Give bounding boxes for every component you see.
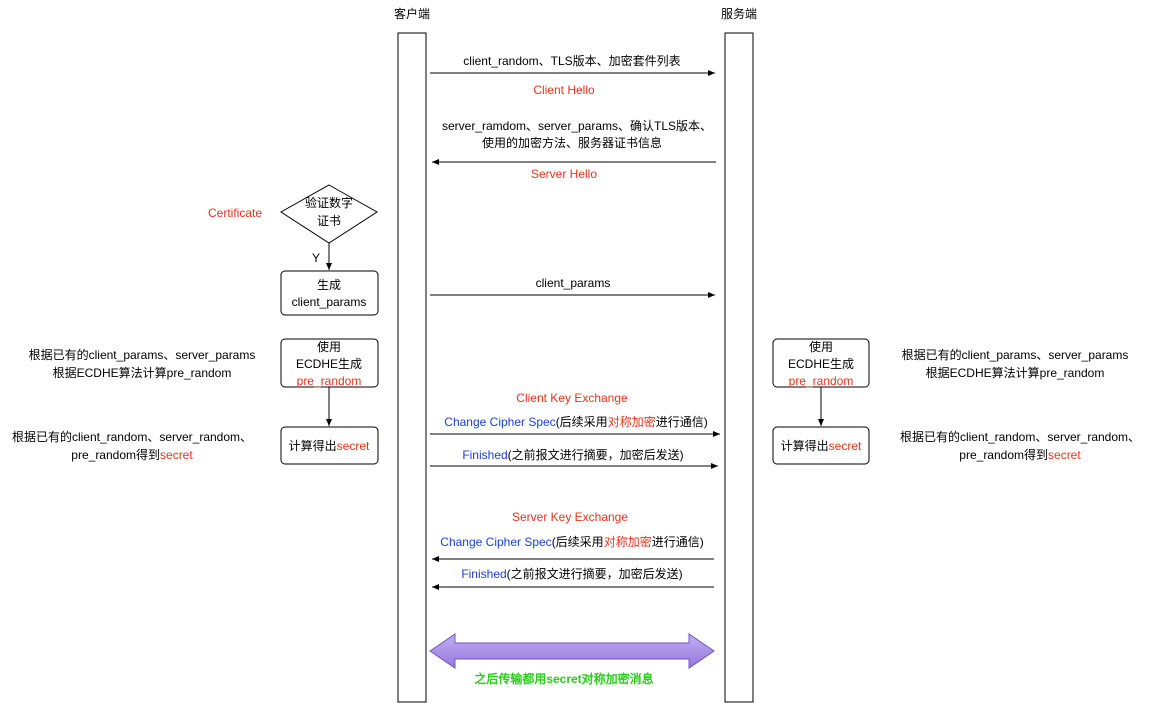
- server-header: 服务端: [721, 6, 757, 21]
- server-finished-text: Finished(之前报文进行摘要，加密后发送): [461, 566, 682, 581]
- server-note2-text: pre_random得到: [959, 447, 1048, 462]
- client-secret-word: secret: [337, 439, 370, 453]
- client-ccs-red: 对称加密: [608, 414, 656, 429]
- server-secret-word: secret: [829, 439, 862, 453]
- bidirectional-encrypted-arrow: [429, 633, 715, 669]
- certificate-label: Certificate: [208, 206, 262, 220]
- server-ccs-mid: (后续采用: [552, 535, 604, 549]
- server-secret-text: 计算得出secret: [781, 438, 862, 453]
- client-ccs-label: Change Cipher Spec: [444, 415, 555, 429]
- client-hello-params: client_random、TLS版本、加密套件列表: [463, 53, 680, 68]
- client-ecdhe-line2: ECDHE生成: [296, 357, 362, 371]
- server-note1-line2: 根据ECDHE算法计算pre_random: [926, 365, 1105, 380]
- verify-text-line2: 证书: [317, 214, 341, 228]
- client-note2-red: secret: [160, 448, 193, 462]
- client-ecdhe-line3: pre_random: [297, 374, 362, 388]
- client-secret-prefix: 计算得出: [289, 438, 337, 453]
- server-ccs-text: Change Cipher Spec(后续采用对称加密进行通信): [440, 534, 703, 549]
- client-finished-rest: (之前报文进行摘要，加密后发送): [508, 447, 684, 462]
- server-hello-label: Server Hello: [531, 167, 597, 181]
- client-lifeline: [397, 32, 427, 703]
- generate-line2: client_params: [292, 295, 367, 309]
- client-note2-line1: 根据已有的client_random、server_random、: [12, 429, 252, 444]
- server-secret-prefix: 计算得出: [781, 438, 829, 453]
- generate-line1: 生成: [317, 278, 341, 292]
- client-note2-text: pre_random得到: [71, 447, 160, 462]
- client-ccs-end: 进行通信): [656, 415, 708, 429]
- server-key-exchange-label: Server Key Exchange: [512, 510, 628, 524]
- server-note2-red: secret: [1048, 448, 1081, 462]
- client-finished-label: Finished: [462, 448, 507, 462]
- server-ecdhe-line3: pre_random: [789, 374, 854, 388]
- server-secret-box: [772, 426, 870, 465]
- generate-client-params-box: [280, 270, 379, 316]
- client-note2-line2: pre_random得到secret: [71, 447, 193, 462]
- final-encrypted-message: 之后传输都用secret对称加密消息: [474, 671, 653, 686]
- client-params-label: client_params: [536, 276, 611, 290]
- client-secret-box: [280, 426, 379, 465]
- client-key-exchange-label: Client Key Exchange: [516, 391, 628, 405]
- client-note1-line2: 根据ECDHE算法计算pre_random: [53, 365, 232, 380]
- client-secret-text: 计算得出secret: [289, 438, 370, 453]
- server-hello-params-line2: 使用的加密方法、服务器证书信息: [482, 135, 662, 150]
- client-hello-label: Client Hello: [533, 83, 595, 97]
- client-header: 客户端: [394, 6, 430, 21]
- client-ccs-text: Change Cipher Spec(后续采用对称加密进行通信): [444, 414, 707, 429]
- client-ecdhe-line1: 使用: [317, 339, 341, 354]
- server-ccs-end: 进行通信): [652, 535, 704, 549]
- server-lifeline: [724, 32, 754, 703]
- yes-label: Y: [312, 251, 320, 265]
- server-ecdhe-line2: ECDHE生成: [788, 357, 854, 371]
- client-note1-line1: 根据已有的client_params、server_params: [29, 347, 256, 362]
- server-hello-params-line1: server_ramdom、server_params、确认TLS版本、: [442, 119, 712, 133]
- server-note2-line1: 根据已有的client_random、server_random、: [900, 429, 1140, 444]
- client-finished-text: Finished(之前报文进行摘要，加密后发送): [462, 447, 683, 462]
- server-note2-line2: pre_random得到secret: [959, 447, 1081, 462]
- server-ccs-red: 对称加密: [604, 534, 652, 549]
- server-finished-label: Finished: [461, 567, 506, 581]
- client-ccs-mid: (后续采用: [556, 415, 608, 429]
- verify-text-line1: 验证数字: [305, 195, 353, 210]
- server-ecdhe-line1: 使用: [809, 339, 833, 354]
- server-note1-line1: 根据已有的client_params、server_params: [902, 347, 1129, 362]
- server-finished-rest: (之前报文进行摘要，加密后发送): [507, 566, 683, 581]
- server-ccs-label: Change Cipher Spec: [440, 535, 551, 549]
